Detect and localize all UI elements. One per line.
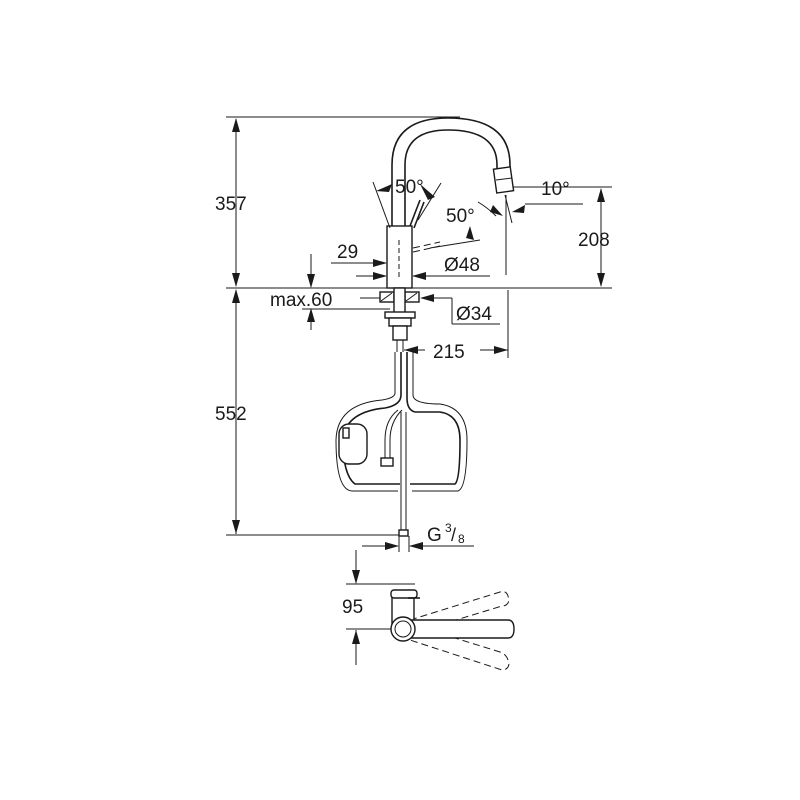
dimension-spout-height: 208 [578, 188, 610, 287]
pull-out-hose-assembly [335, 352, 468, 537]
lever-angle-front-label: 50° [395, 177, 424, 198]
faucet-body [379, 117, 515, 352]
dimension-lever-offset: 29 [331, 242, 387, 267]
dimension-max-deck-thickness: max.60 [270, 254, 390, 330]
max-deck-thickness-label: max.60 [270, 290, 332, 311]
lever-angle-side-label: 50° [446, 206, 475, 227]
hole-diameter-label: Ø34 [456, 304, 492, 325]
dimension-body-diameter: Ø48 [356, 255, 490, 280]
thread-slash: / [451, 525, 456, 545]
height-below-deck-label: 552 [215, 404, 247, 425]
plan-view-depth-label: 95 [342, 597, 363, 618]
dimension-height-above-deck: 357 [215, 118, 247, 287]
lever-angle-marks: 50° 50° [372, 177, 481, 249]
lever-offset-label: 29 [337, 242, 358, 263]
thread-denominator: 8 [458, 532, 465, 546]
spout-height-label: 208 [578, 230, 610, 251]
dimension-hole-diameter: Ø34 [420, 294, 500, 325]
height-above-deck-label: 357 [215, 194, 247, 215]
spout-tilt-marks: 10° [477, 179, 583, 275]
dimension-connection-thread: G 3 / 8 [362, 521, 474, 552]
extension-lines [226, 116, 612, 536]
body-diameter-label: Ø48 [444, 255, 480, 276]
dimension-height-below-deck: 552 [215, 289, 247, 534]
spout-tilt-label: 10° [541, 179, 570, 200]
thread-numerator: 3 [445, 521, 452, 535]
spout-reach-label: 215 [433, 342, 465, 363]
plan-view: 95 [342, 550, 515, 671]
thread-letter: G [427, 525, 442, 546]
dimension-spout-reach: 215 [404, 290, 509, 363]
